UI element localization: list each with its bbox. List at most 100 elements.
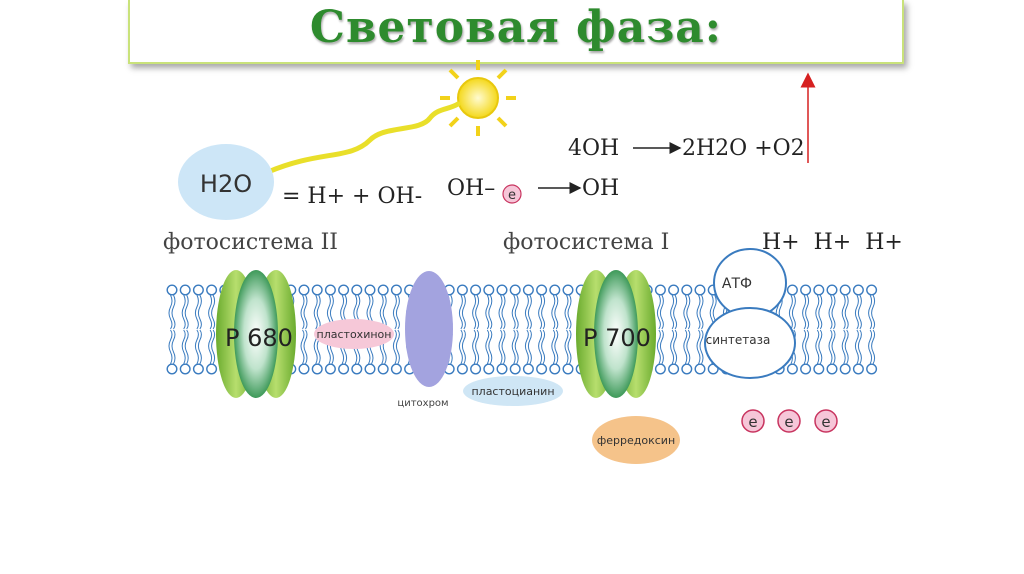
lipid-head [192, 363, 204, 375]
lipid-tail [554, 329, 559, 365]
lipid-tail [171, 329, 176, 365]
lipid-tail [659, 329, 664, 365]
lipid-head [298, 284, 310, 296]
lipid-head [800, 284, 812, 296]
lipid-head [377, 284, 389, 296]
lipid-tail [656, 294, 661, 330]
lipid-tail [538, 329, 543, 365]
lipid-tail [538, 294, 543, 330]
lipid-head [364, 284, 376, 296]
lipid-tail [475, 294, 480, 330]
plastocyanin-carrier [463, 376, 563, 406]
p700-label: P 700 [583, 324, 651, 352]
lipid-head [470, 284, 482, 296]
lipid-tail [656, 329, 661, 365]
lipid-head [496, 363, 508, 375]
synthase-label: синтетаза [706, 333, 771, 347]
lipid-head [509, 363, 521, 375]
reaction-products: 2H2O +O2 [682, 136, 805, 161]
lipid-head [549, 363, 561, 375]
lipid-tail [197, 294, 202, 330]
lipid-head [826, 363, 838, 375]
lipid-tail [659, 294, 664, 330]
lipid-tail [841, 329, 846, 365]
lipid-head [390, 363, 402, 375]
lipid-head [536, 363, 548, 375]
light-ray [265, 101, 461, 175]
lipid-tail [831, 329, 836, 365]
oh-minus-text: OH– [447, 176, 495, 201]
h2o-bubble [178, 144, 274, 220]
lipid-tail [686, 294, 691, 330]
lipid-head [456, 363, 468, 375]
lipid-tail [168, 294, 173, 330]
lipid-head [852, 284, 864, 296]
lipid-tail [673, 329, 678, 365]
lipid-tail [194, 329, 199, 365]
lipid-tail [208, 329, 213, 365]
plastoquinone-carrier [314, 319, 394, 349]
lipid-head [813, 284, 825, 296]
lipid-tail [696, 329, 701, 365]
lipid-tail [392, 329, 397, 365]
lipid-head [668, 363, 680, 375]
lipid-tail [541, 329, 546, 365]
lipid-tail [673, 294, 678, 330]
lipid-tail [802, 329, 807, 365]
electron-token: e [814, 409, 838, 433]
lipid-head [852, 363, 864, 375]
lipid-tail [475, 329, 480, 365]
lipid-head [456, 284, 468, 296]
lipid-tail [868, 329, 873, 365]
lipid-tail [554, 294, 559, 330]
lipid-tail [511, 329, 516, 365]
lipid-tail [815, 294, 820, 330]
lipid-tail [818, 294, 823, 330]
lipid-tail [564, 294, 569, 330]
lipid-tail [541, 294, 546, 330]
h2o-label: H2O [200, 170, 252, 198]
title-box: Световая фаза: [128, 0, 904, 64]
electron-token: e [741, 409, 765, 433]
lipid-tail [316, 294, 321, 330]
lipid-tail [194, 294, 199, 330]
lipid-tail [815, 329, 820, 365]
lipid-tail [844, 329, 849, 365]
lipid-tail [818, 329, 823, 365]
plastocyanin-label: пластоцианин [471, 385, 554, 398]
lipid-head [311, 363, 323, 375]
lipid-tail [197, 329, 202, 365]
lipid-head [813, 363, 825, 375]
lipid-head [192, 284, 204, 296]
lipid-head [338, 363, 350, 375]
electron-token: e [777, 409, 801, 433]
lipid-tail [211, 329, 216, 365]
lipid-head [509, 284, 521, 296]
lipid-head [179, 363, 191, 375]
lipid-tail [564, 329, 569, 365]
lipid-tail [527, 329, 532, 365]
lipid-head [654, 363, 666, 375]
electron-label: e [784, 413, 793, 431]
lipid-head [206, 284, 218, 296]
lipid-tail [501, 294, 506, 330]
lipid-tail [498, 294, 503, 330]
lipid-tail [670, 294, 675, 330]
lipid-tail [788, 294, 793, 330]
cytochrome-label: цитохром [397, 398, 448, 409]
lipid-tail [868, 294, 873, 330]
lipid-tail [303, 329, 308, 365]
lipid-tail [461, 329, 466, 365]
lipid-head [654, 284, 666, 296]
lipid-tail [551, 329, 556, 365]
photosystem-1-label: фотосистема I [503, 230, 669, 255]
atp-synthase: АТФ синтетаза [704, 248, 796, 379]
lipid-head [562, 363, 574, 375]
photosystem-2-label: фотосистема II [163, 230, 338, 255]
lipid-tail [461, 294, 466, 330]
lipid-head [826, 284, 838, 296]
lipid-head [390, 284, 402, 296]
lipid-tail [303, 294, 308, 330]
lipid-head [324, 363, 336, 375]
